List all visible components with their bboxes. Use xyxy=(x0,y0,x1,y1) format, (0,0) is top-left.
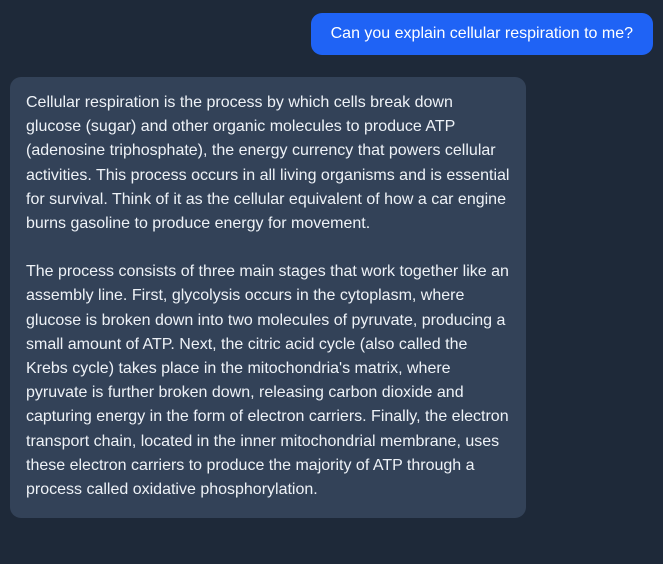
message-row-assistant: Cellular respiration is the process by w… xyxy=(0,55,663,519)
assistant-paragraph-1: Cellular respiration is the process by w… xyxy=(26,94,510,233)
message-row-user: Can you explain cellular respiration to … xyxy=(0,0,663,55)
assistant-paragraph-2: The process consists of three main stage… xyxy=(26,263,509,499)
assistant-message-bubble: Cellular respiration is the process by w… xyxy=(10,77,526,519)
user-message-bubble: Can you explain cellular respiration to … xyxy=(310,13,653,55)
